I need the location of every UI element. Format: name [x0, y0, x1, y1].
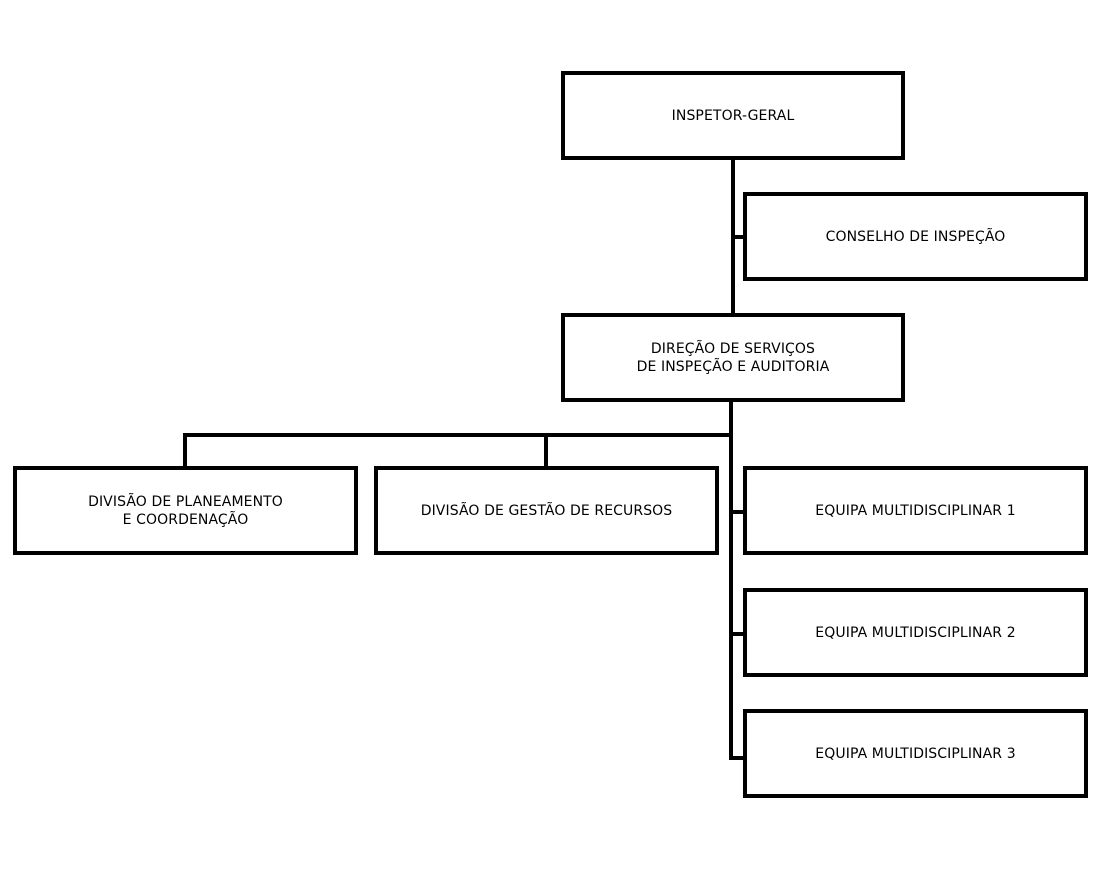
label-equipa-1: EQUIPA MULTIDISCIPLINAR 1 [815, 502, 1016, 519]
connector-to-conselho [731, 235, 745, 239]
label-conselho-inspecao: CONSELHO DE INSPEÇÃO [825, 228, 1006, 245]
connector-to-divisao-planeamento [183, 433, 187, 469]
label-equipa-3: EQUIPA MULTIDISCIPLINAR 3 [815, 745, 1016, 762]
connector-to-divisao-gestao [544, 433, 548, 469]
box-inspetor-geral: INSPETOR-GERAL [561, 71, 905, 160]
label-inspetor-geral: INSPETOR-GERAL [671, 107, 795, 124]
box-equipa-1: EQUIPA MULTIDISCIPLINAR 1 [743, 466, 1088, 555]
box-equipa-3: EQUIPA MULTIDISCIPLINAR 3 [743, 709, 1088, 798]
label-divisao-planeamento: DIVISÃO DE PLANEAMENTO E COORDENAÇÃO [88, 493, 283, 528]
connector-to-equipa-2 [729, 632, 745, 636]
box-direcao-servicos: DIREÇÃO DE SERVIÇOS DE INSPEÇÃO E AUDITO… [561, 313, 905, 402]
connector-to-equipa-3 [729, 756, 745, 760]
box-equipa-2: EQUIPA MULTIDISCIPLINAR 2 [743, 588, 1088, 677]
box-conselho-inspecao: CONSELHO DE INSPEÇÃO [743, 192, 1088, 281]
box-divisao-planeamento: DIVISÃO DE PLANEAMENTO E COORDENAÇÃO [13, 466, 358, 555]
label-divisao-gestao: DIVISÃO DE GESTÃO DE RECURSOS [420, 502, 673, 519]
connector-direcao-down [729, 399, 733, 760]
connector-horizontal-divisions [183, 433, 733, 437]
label-direcao-servicos: DIREÇÃO DE SERVIÇOS DE INSPEÇÃO E AUDITO… [636, 340, 830, 375]
label-equipa-2: EQUIPA MULTIDISCIPLINAR 2 [815, 624, 1016, 641]
box-divisao-gestao: DIVISÃO DE GESTÃO DE RECURSOS [374, 466, 719, 555]
connector-to-equipa-1 [729, 510, 745, 514]
